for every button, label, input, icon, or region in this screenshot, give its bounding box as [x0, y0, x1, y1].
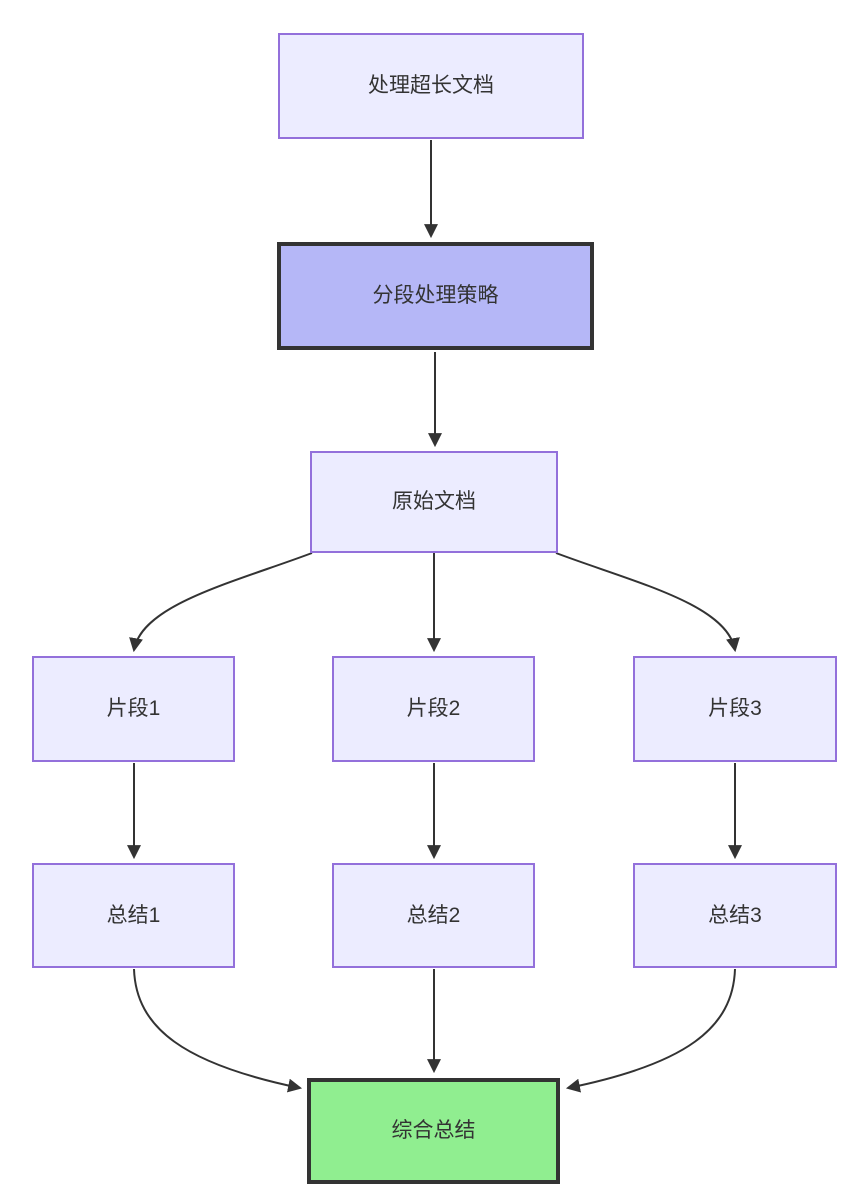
node-sum2: 总结2	[332, 863, 535, 968]
node-sum3-label: 总结3	[708, 903, 762, 927]
node-seg1: 片段1	[32, 656, 235, 762]
node-sum3: 总结3	[633, 863, 837, 968]
node-final-label: 综合总结	[391, 1119, 476, 1143]
node-seg3: 片段3	[633, 656, 837, 762]
node-seg3-label: 片段3	[708, 697, 762, 721]
edge-doc-seg3	[555, 552, 740, 653]
node-final: 综合总结	[307, 1078, 560, 1184]
node-strategy: 分段处理策略	[277, 242, 594, 350]
edge-doc-seg1	[129, 552, 313, 653]
node-seg1-label: 片段1	[106, 697, 161, 721]
node-sum1: 总结1	[32, 863, 235, 968]
node-start-label: 处理超长文档	[368, 74, 494, 98]
node-sum2-label: 总结2	[406, 903, 461, 927]
edge-sum3-final	[565, 968, 736, 1093]
node-start: 处理超长文档	[278, 33, 584, 139]
node-seg2: 片段2	[332, 656, 535, 762]
node-doc: 原始文档	[310, 451, 558, 553]
node-strategy-label: 分段处理策略	[372, 284, 499, 308]
edge-sum1-final	[133, 968, 303, 1093]
node-seg2-label: 片段2	[406, 697, 461, 721]
node-sum1-label: 总结1	[106, 903, 161, 927]
node-doc-label: 原始文档	[392, 490, 476, 514]
